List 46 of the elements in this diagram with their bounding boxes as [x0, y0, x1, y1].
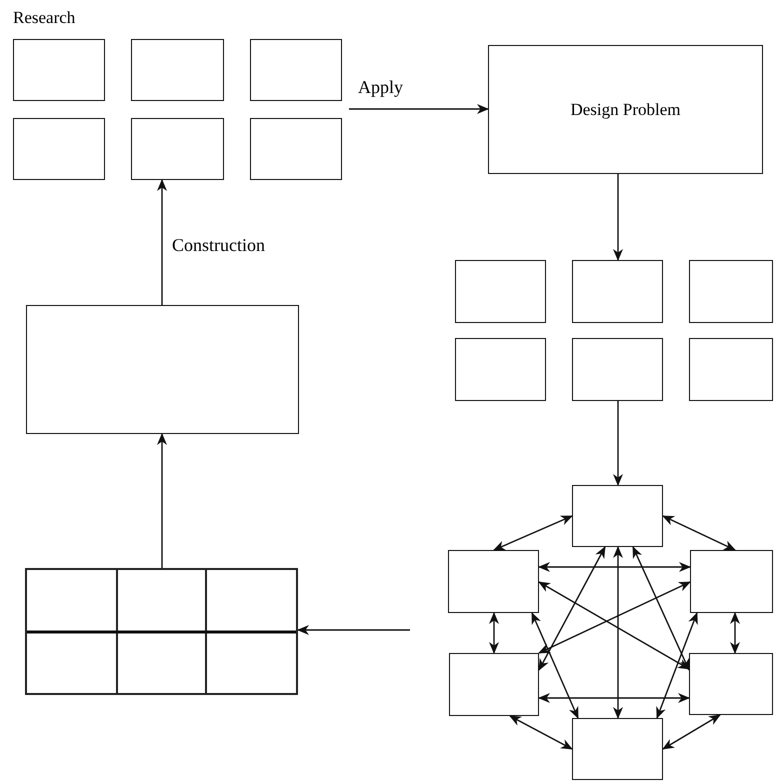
empty-box [455, 338, 546, 401]
section-label: Research [13, 9, 76, 26]
empty-box [13, 39, 105, 101]
empty-box [250, 39, 342, 101]
edge-label: Construction [172, 236, 265, 254]
arrow [730, 612, 740, 654]
arrow [538, 562, 691, 572]
empty-box [131, 39, 224, 101]
arrow [613, 546, 623, 719]
empty-box [690, 550, 773, 613]
empty-box [26, 305, 299, 434]
arrow [489, 612, 499, 654]
empty-box [689, 653, 773, 715]
empty-box [250, 118, 342, 180]
edge-label: Apply [358, 78, 403, 96]
arrow [509, 715, 573, 750]
arrow [662, 515, 736, 551]
arrow [349, 104, 489, 114]
arrow [656, 612, 698, 719]
arrow [613, 401, 623, 486]
empty-box [448, 550, 539, 613]
arrow [531, 612, 579, 719]
empty-box [131, 118, 224, 180]
empty-box [689, 260, 773, 323]
arrow [662, 714, 721, 750]
table-grid [25, 568, 298, 695]
arrow [538, 546, 606, 671]
empty-box [455, 260, 546, 323]
arrow [632, 546, 690, 671]
empty-box [689, 338, 773, 401]
empty-box [572, 718, 663, 780]
empty-box [572, 485, 663, 547]
empty-box [13, 118, 105, 180]
arrow [538, 581, 691, 654]
empty-box [572, 260, 663, 323]
arrow [613, 174, 623, 261]
arrow [297, 625, 410, 635]
process-box [488, 45, 763, 174]
box-text: Design Problem [570, 98, 681, 121]
empty-box [449, 653, 539, 716]
arrow [493, 515, 573, 551]
arrow [157, 433, 167, 568]
arrow [538, 693, 690, 703]
arrow [538, 581, 690, 670]
empty-box [572, 338, 663, 401]
arrow [157, 179, 167, 305]
